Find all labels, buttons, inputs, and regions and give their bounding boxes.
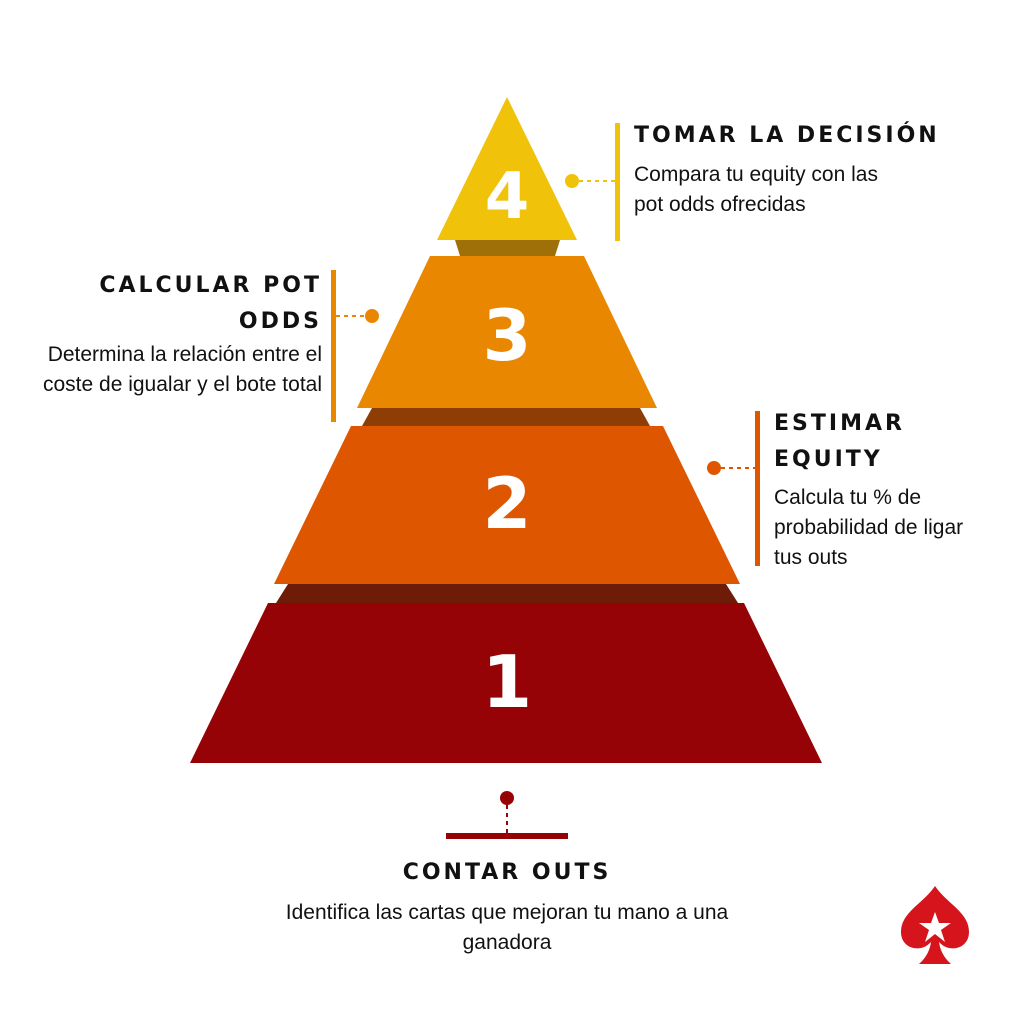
- level-4-title: TOMAR LA DECISIÓN: [634, 123, 940, 148]
- tier-1: [190, 603, 822, 763]
- tier-4-number: 4: [485, 160, 530, 234]
- level-1-description: Identifica las cartas que mejoran tu man…: [285, 901, 729, 954]
- spade-star-icon: [901, 886, 969, 964]
- tier-2-number: 2: [483, 463, 532, 545]
- connector-4: [565, 123, 620, 241]
- level-1-title: CONTAR OUTS: [402, 860, 612, 885]
- tier-shadow-2-1: [276, 584, 738, 603]
- connector-1: [446, 791, 568, 839]
- level-2-title: ESTIMAR EQUITY: [774, 411, 905, 472]
- tier-shadow-4-3: [455, 240, 560, 256]
- level-3-description: Determina la relación entre el coste de …: [42, 343, 322, 396]
- level-3-title: CALCULAR POT ODDS: [99, 273, 322, 334]
- tier-2: [274, 426, 740, 584]
- tier-shadow-3-2: [362, 408, 650, 426]
- tier-1-number: 1: [482, 640, 532, 724]
- tier-3: [357, 256, 657, 408]
- level-4-description: Compara tu equity con las pot odds ofrec…: [634, 163, 878, 216]
- connector-2: [707, 411, 760, 566]
- tier-4: [437, 97, 577, 240]
- tier-3-number: 3: [483, 295, 532, 377]
- connector-3: [331, 270, 379, 422]
- level-2-description: Calcula tu % de probabilidad de ligar tu…: [774, 486, 964, 569]
